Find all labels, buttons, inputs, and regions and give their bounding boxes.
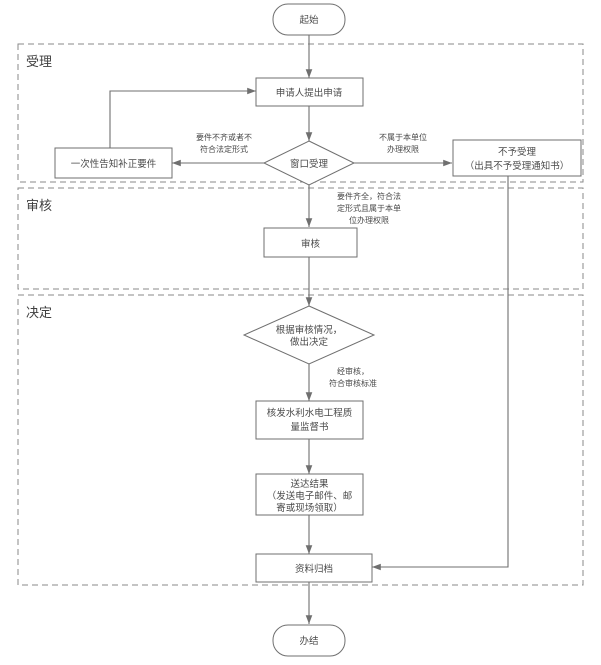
swimlane-label-shenhe: 审核 [26, 199, 52, 214]
node-review[interactable]: 审核 [263, 227, 358, 258]
connector-reject-to-archive [372, 176, 509, 571]
node-review-label: 审核 [301, 238, 321, 250]
node-one-time-notice-label: 一次性告知补正要件 [71, 158, 157, 170]
node-deliver-line2: （发送电子邮件、邮 [267, 490, 353, 502]
connector-notice-back-to-apply [109, 87, 256, 148]
node-window-accept-label: 窗口受理 [290, 158, 329, 170]
node-decide[interactable]: 根据审核情况， 做出决定 [242, 305, 376, 365]
node-end[interactable]: 办结 [272, 624, 346, 657]
edge-label-incomplete-line2: 符合法定形式 [200, 144, 248, 154]
node-archive-label: 资料归档 [295, 563, 333, 575]
swimlane-jueding: 决定 [17, 294, 584, 586]
edge-label-out-of-scope: 不属于本单位 办理权限 [379, 132, 427, 154]
node-issue-certificate[interactable]: 核发水利水电工程质 量监督书 [255, 400, 364, 440]
node-issue-certificate-line1: 核发水利水电工程质 [267, 407, 353, 419]
edge-label-passed-review-line2: 符合审核标准 [329, 378, 377, 388]
node-archive[interactable]: 资料归档 [255, 553, 373, 583]
node-one-time-notice[interactable]: 一次性告知补正要件 [54, 147, 173, 179]
edge-label-out-of-scope-line2: 办理权限 [387, 144, 419, 154]
edge-label-incomplete-line1: 要件不齐或者不 [196, 132, 252, 142]
node-deliver-line3: 寄或现场领取） [276, 502, 343, 514]
swimlane-shouli: 受理 [17, 43, 584, 183]
node-deliver-line1: 送达结果 [290, 478, 329, 490]
swimlane-label-shouli: 受理 [26, 55, 52, 70]
swimlane-shenhe: 审核 [17, 187, 584, 290]
node-end-label: 办结 [299, 635, 318, 647]
node-apply-label: 申请人提出申请 [276, 87, 343, 99]
node-apply[interactable]: 申请人提出申请 [255, 77, 364, 107]
node-decide-line1: 根据审核情况， [276, 324, 343, 336]
node-deliver[interactable]: 送达结果 （发送电子邮件、邮 寄或现场领取） [255, 473, 364, 516]
edge-label-out-of-scope-line1: 不属于本单位 [379, 132, 427, 142]
node-issue-certificate-line2: 量监督书 [290, 421, 329, 433]
edge-label-complete-line2: 定形式且属于本单 [337, 203, 401, 213]
edge-label-incomplete: 要件不齐或者不 符合法定形式 [196, 132, 252, 154]
edge-label-complete-line3: 位办理权限 [349, 215, 389, 225]
node-start[interactable]: 起始 [272, 3, 346, 36]
edge-label-complete-line1: 要件齐全，符合法 [337, 191, 401, 201]
node-window-accept[interactable]: 窗口受理 [262, 140, 356, 186]
edge-label-passed-review: 经审核， 符合审核标准 [329, 366, 377, 388]
node-decide-line2: 做出决定 [290, 336, 329, 348]
node-reject-line2: （出具不予受理通知书） [465, 160, 570, 172]
edge-label-complete: 要件齐全，符合法 定形式且属于本单 位办理权限 [337, 191, 401, 225]
node-reject[interactable]: 不予受理 （出具不予受理通知书） [452, 139, 582, 177]
node-start-label: 起始 [299, 14, 319, 26]
node-reject-line1: 不予受理 [498, 146, 537, 158]
swimlane-label-jueding: 决定 [26, 306, 52, 321]
edge-label-passed-review-line1: 经审核， [337, 366, 369, 376]
